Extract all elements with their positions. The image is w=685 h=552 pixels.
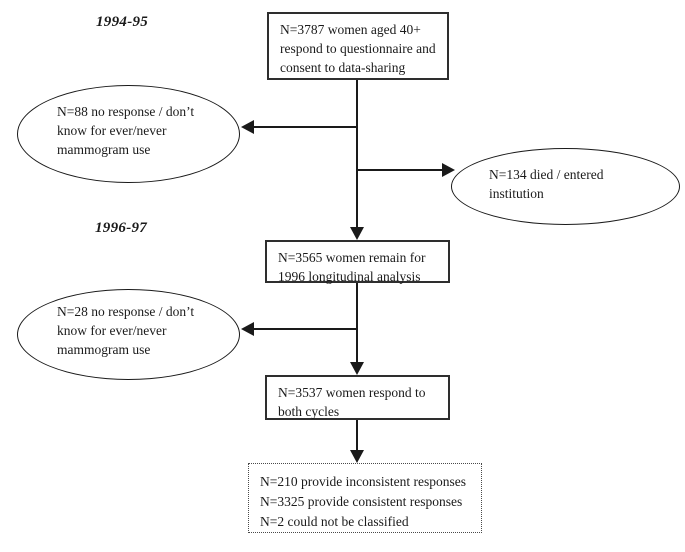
node-text-line: know for ever/never (57, 122, 167, 138)
node-text-line: know for ever/never (57, 323, 167, 338)
node-text-line: N=3787 women aged 40+ (280, 22, 421, 37)
connector-line (253, 126, 357, 128)
node-text-line: institution (489, 185, 544, 201)
arrow-down-icon (350, 450, 364, 463)
node-text-line: respond to questionnaire and (280, 41, 436, 56)
node-text-line: N=88 no response / don’t (57, 103, 195, 119)
connector-line (357, 169, 443, 171)
period-label-1996-97: 1996-97 (95, 220, 148, 236)
box-remain-1996: N=3565 women remain for 1996 longitudina… (265, 240, 450, 284)
node-text-line: N=28 no response / don’t (57, 304, 195, 319)
node-text-line: both cycles (278, 404, 340, 419)
arrow-down-icon (350, 362, 364, 375)
arrow-left-icon (241, 322, 254, 336)
node-text-line: N=210 provide inconsistent responses (260, 474, 466, 489)
period-label-1994-95: 1994-95 (96, 14, 149, 30)
connector-line (356, 283, 358, 363)
ellipse-died-institution: N=134 died / entered institution (451, 148, 680, 225)
box-both-cycles: N=3537 women respond to both cycles (265, 375, 450, 420)
node-text-line: 1996 longitudinal analysis (278, 269, 421, 284)
box-classification-results: N=210 provide inconsistent responses N=3… (248, 463, 482, 533)
node-text-line: N=134 died / entered (489, 166, 604, 182)
connector-line (356, 80, 358, 227)
node-text-line: mammogram use (57, 141, 151, 157)
arrow-right-icon (442, 163, 455, 177)
node-text-line: mammogram use (57, 342, 151, 357)
node-text-line: N=3565 women remain for (278, 250, 426, 265)
connector-line (253, 328, 357, 330)
arrow-down-icon (350, 227, 364, 240)
box-respondents-1994: N=3787 women aged 40+ respond to questio… (267, 12, 449, 80)
node-text-line: N=2 could not be classified (260, 514, 409, 529)
ellipse-no-response-1996: N=28 no response / don’t know for ever/n… (17, 289, 240, 380)
node-text-line: consent to data-sharing (280, 60, 406, 75)
node-text-line: N=3537 women respond to (278, 385, 426, 400)
ellipse-no-response-1994: N=88 no response / don’t know for ever/n… (17, 85, 240, 183)
connector-line (356, 420, 358, 451)
node-text-line: N=3325 provide consistent responses (260, 494, 463, 509)
arrow-left-icon (241, 120, 254, 134)
